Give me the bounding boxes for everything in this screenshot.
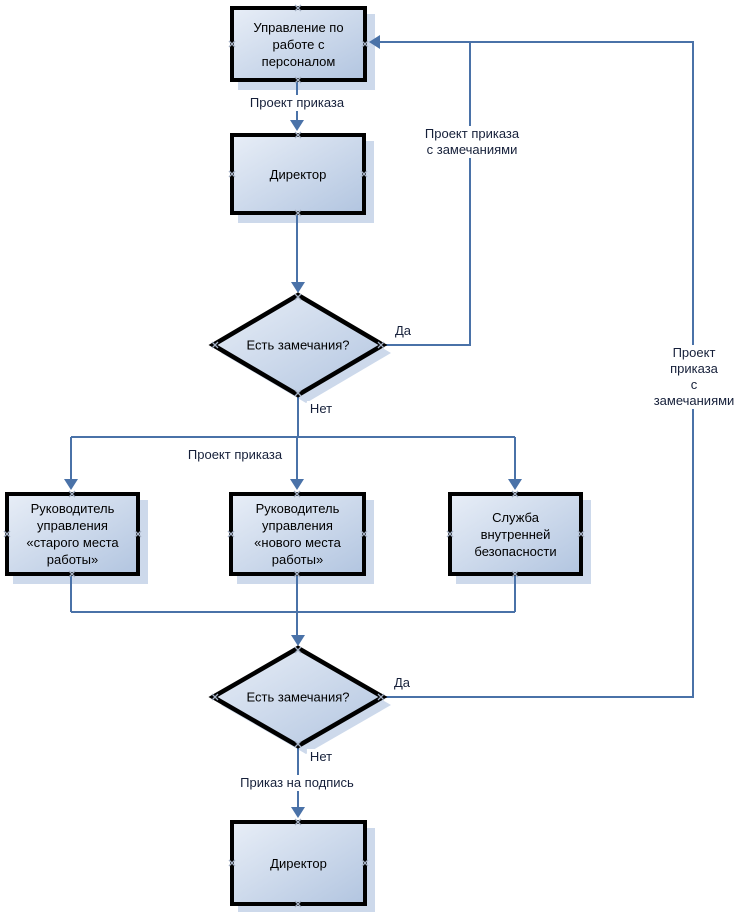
arrowheads: [64, 35, 522, 818]
arrowhead-into-decision2: [291, 635, 305, 646]
node-security-shape: [448, 492, 583, 576]
arrowhead-into-director1: [290, 120, 304, 131]
connector-merge-to-decision2: [70, 576, 516, 637]
arrowhead-into-hr: [369, 35, 380, 49]
arrowhead-into-decision1: [291, 282, 305, 293]
node-decision2-shape: [208, 645, 388, 749]
connector-decision2-yes-loop: [378, 41, 694, 698]
arrowhead-into-director2: [291, 807, 305, 818]
arrowhead-into-head-old: [64, 479, 78, 490]
node-director2-shape: [230, 820, 367, 906]
node-head-new-shape: [229, 492, 366, 576]
arrowhead-into-head-new: [290, 479, 304, 490]
node-hr-shape: [230, 6, 367, 82]
connector-decision1-yes-loop: [383, 42, 471, 346]
connector-fanout: [70, 395, 516, 481]
arrowhead-into-security: [508, 479, 522, 490]
node-director1-shape: [230, 133, 366, 215]
node-head-old-shape: [5, 492, 140, 576]
node-decision1-shape: [208, 292, 388, 398]
